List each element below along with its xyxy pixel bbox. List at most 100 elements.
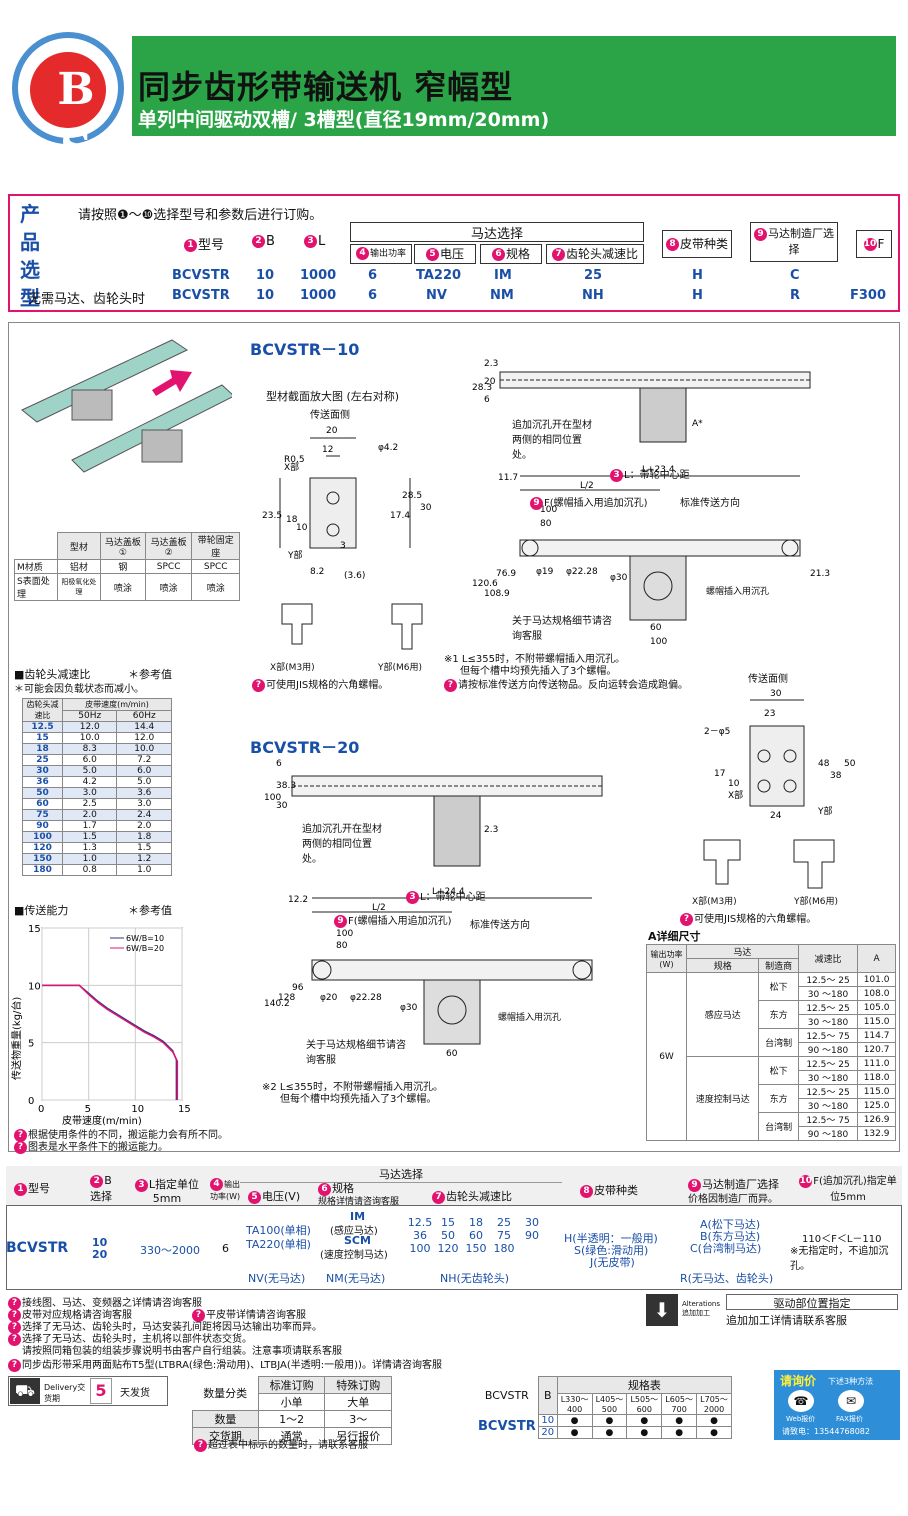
vlabel-2: 品: [20, 230, 40, 254]
inquiry-title: 请询价: [780, 1374, 817, 1388]
note-2: ?皮带对应规格请咨询客服: [8, 1306, 132, 1322]
spec-maker-2: B(东方马达): [700, 1230, 761, 1243]
fax-icon[interactable]: ✉: [838, 1390, 864, 1412]
material-table: 型材 马达盖板① 马达盖板② 带轮固定座 M材质 铝材 钢 SPCC SPCC …: [14, 532, 240, 601]
delivery-unit: 天发货: [120, 1388, 150, 1399]
gear-ratio: 12.5: [407, 1216, 433, 1229]
dim-122: 12.2: [288, 895, 308, 905]
spec-b-20: 20: [92, 1248, 108, 1261]
chart-y-tick: 5: [28, 1039, 34, 1050]
spec-model: BCVSTR: [6, 1240, 69, 1256]
delivery-days: 5: [90, 1378, 112, 1404]
front-view-10: L+23.4 L/2 11.7 100 80 120.6 108.9 76.9 …: [472, 465, 830, 647]
y-part-label: Y部: [287, 549, 303, 561]
dim-phi30: φ30: [610, 573, 628, 583]
x-part-label: X部: [284, 461, 299, 473]
hole-note-10: 追加沉孔开在型材两侧的相同位置处。: [512, 420, 592, 461]
chart-plot-area: [41, 927, 183, 1101]
std-dir-10: 标准传送方向: [680, 498, 740, 509]
spec-volt-none: NV(无马达): [248, 1272, 306, 1285]
spec-maker-3: C(台湾制马达): [690, 1242, 762, 1255]
dim-60: 60: [650, 623, 662, 633]
drive-position-label: 驱动部位置指定: [726, 1294, 898, 1310]
spec-f-note: ※无指定时，不追加沉孔。: [790, 1246, 889, 1272]
alteration-label: Alterations追加加工: [682, 1300, 721, 1317]
fax-label: FAX报价: [836, 1415, 863, 1423]
dim-a-star: A*: [692, 419, 703, 429]
delivery-table: 数量分类 标准订购 特殊订购 小单 大单 数量 1～2 3～ 交货期 通常 另行…: [192, 1376, 392, 1445]
dir-note: ?请按标准传送方向传送物品。反向运转会造成跑偏。: [444, 676, 688, 692]
dim-100a-20: 100: [336, 929, 353, 939]
x-part-m3-20: X部(M3用): [692, 897, 737, 907]
spec-volt-1: TA100(单相): [246, 1224, 311, 1237]
dim-1206: 120.6: [472, 579, 498, 589]
product-selection-box: [8, 194, 900, 312]
inquiry-sub: 下述3种方法: [828, 1377, 874, 1386]
nut-slot-20: 螺帽插入用沉孔: [498, 1013, 562, 1023]
chart-legend-label: 6W/B=10: [126, 934, 164, 943]
spec-f-rule: 110＜F＜L－110: [802, 1234, 882, 1245]
dim-100b: 100: [650, 637, 667, 647]
hole-note-20: 追加沉孔开在型材两侧的相同位置处。: [302, 824, 382, 865]
dim-phi19: φ19: [536, 567, 554, 577]
gear-ratio: 36: [413, 1229, 427, 1242]
y-part-m6-10: Y部(M6用): [378, 663, 423, 673]
transport-face-20: 传送面侧: [748, 674, 788, 685]
dim-117: 11.7: [498, 473, 518, 483]
gear-ratio: 50: [441, 1229, 455, 1242]
gear-ratio: 30: [525, 1216, 539, 1229]
web-label: Web报价: [786, 1415, 816, 1423]
dim-283: 28.3: [472, 383, 492, 393]
l-col-header: L405～500: [591, 1393, 628, 1415]
capacity-title: ■传送能力: [14, 904, 69, 917]
spec-header-bg: [6, 1166, 902, 1206]
alteration-icon: ⬇: [646, 1294, 678, 1326]
spec-spec-none: NM(无马达): [326, 1272, 386, 1285]
spec-spec-1: IM: [350, 1210, 366, 1223]
alteration-text: 追加加工详情请联系客服: [726, 1314, 847, 1327]
dim-769: 76.9: [496, 569, 516, 579]
spec-motor-select: 马达选择: [240, 1166, 562, 1183]
spec-b-10: 10: [92, 1236, 108, 1249]
dim-l234: L+23.4: [642, 465, 675, 475]
dim-174: 17.4: [390, 511, 410, 521]
dim-96: 96: [292, 983, 304, 993]
dim-30-s20: 30: [770, 689, 782, 699]
gear-ratio: [518, 1242, 546, 1255]
vlabel-4: 型: [20, 286, 40, 310]
front-view-20: L+24.4 L/2 12.2 100 80 140.2 128 96 φ20 …: [264, 887, 593, 1059]
gear-ratio: 75: [497, 1229, 511, 1242]
dim-6-top: 6: [484, 395, 490, 405]
dim-100a: 100: [540, 505, 557, 515]
motor-note-10: 关于马达规格细节请咨询客服: [512, 616, 612, 642]
dim-30: 30: [420, 503, 432, 513]
section-drawing-20: 30 23 2－φ5 50 48 38 17 10 24 X部 Y部: [704, 689, 856, 821]
delivery-box: [8, 1376, 168, 1406]
page-subtitle: 单列中间驱动双槽/ 3槽型(直径19mm/20mm): [138, 109, 550, 131]
y-part-m6-20: Y部(M6用): [794, 897, 839, 907]
spec-power: 6: [222, 1242, 229, 1255]
speed-note: ＊可能会因负载状态而减小。: [14, 684, 144, 695]
chart-y-label: 传送物重量(kg/台): [10, 997, 23, 1080]
spec-h-f: 10F(追加沉孔)指定单位5mm: [799, 1174, 897, 1203]
dim-17: 17: [714, 769, 725, 779]
web-icon[interactable]: ☎: [788, 1390, 814, 1412]
gear-ratio: 180: [493, 1242, 515, 1255]
xy-part-drawing-10: [281, 603, 423, 650]
